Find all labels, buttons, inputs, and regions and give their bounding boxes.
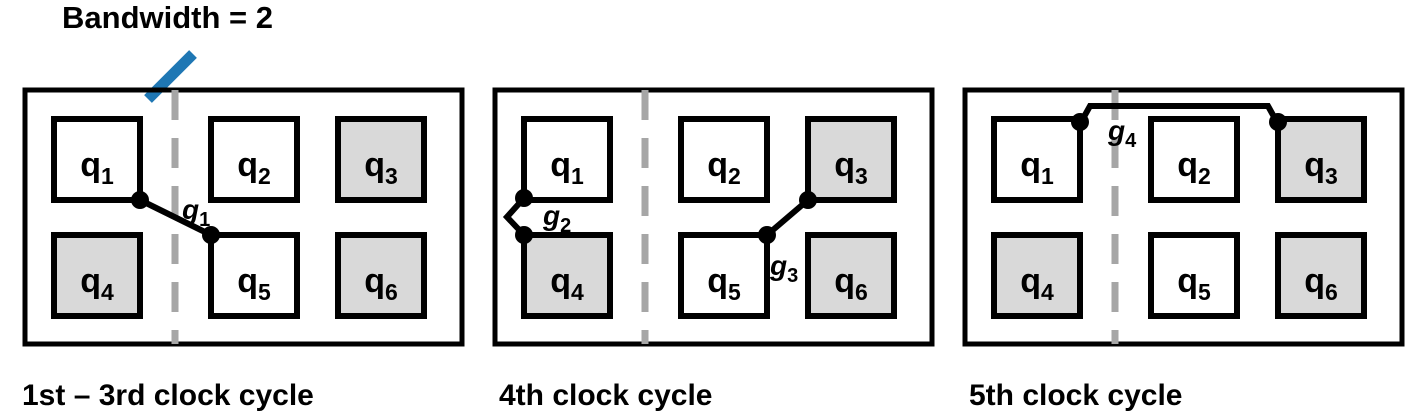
panel-2-qubit-q3[interactable]	[805, 116, 897, 203]
panel-3-caption: 5th clock cycle	[969, 379, 1182, 412]
panel-3-boundary	[962, 87, 1405, 347]
panel-3-gate-g4-node-a	[1071, 113, 1089, 131]
panel-1-qubit-q6-subscript: 6	[385, 279, 398, 305]
panel-2-gate-g2[interactable]	[502, 189, 533, 244]
panel-3-qubit-q4[interactable]	[991, 232, 1083, 319]
panel-3-qubit-q3-subscript: 3	[1325, 163, 1338, 189]
panel-1-gate-g1[interactable]	[131, 191, 220, 244]
panel-3-qubit-q1[interactable]	[991, 116, 1083, 203]
panel-1-qubit-q2-subscript: 2	[258, 163, 271, 189]
panel-2-gate-g3-node-b	[758, 226, 776, 244]
panel-3-qubit-q6[interactable]	[1275, 232, 1367, 319]
panel-2-qubit-q1[interactable]	[521, 116, 613, 203]
panel-3-qubit-q3-label: q3	[1304, 146, 1338, 189]
panel-1-qubit-q5-subscript: 5	[258, 279, 271, 305]
panel-3-qubit-q2[interactable]	[1148, 116, 1240, 203]
panel-2-qubit-q4-subscript: 4	[571, 279, 584, 305]
panel-3-qubit-q1-subscript: 1	[1041, 163, 1054, 189]
panel-1-qubit-q4-subscript: 4	[101, 279, 114, 305]
panel-2-qubit-q5[interactable]	[678, 232, 770, 319]
panel-2-caption: 4th clock cycle	[499, 379, 712, 412]
panel-1-gate-g1-node-b	[202, 226, 220, 244]
panel-2-gate-g2-subscript: 2	[560, 215, 571, 237]
panel-3-gate-g4-node-b	[1269, 113, 1287, 131]
panel-3-qubit-q6-subscript: 6	[1325, 279, 1338, 305]
panel-1: q1 q2 q3 q4 q5 q6 g1 1st – 3rd clock cyc…	[22, 50, 465, 412]
figure-title: Bandwidth = 2	[62, 0, 273, 35]
panel-1-qubit-q1[interactable]	[51, 116, 143, 203]
panel-2-gate-g3[interactable]	[758, 191, 817, 244]
panel-1-qubit-q5[interactable]	[208, 232, 300, 319]
panel-1-qubit-q6[interactable]	[335, 232, 427, 319]
panel-2-gate-g3-subscript: 3	[787, 265, 798, 287]
panel-2-qubit-q2[interactable]	[678, 116, 770, 203]
panel-3-qubit-q5-subscript: 5	[1198, 279, 1211, 305]
panel-1-qubit-q2[interactable]	[208, 116, 300, 203]
panel-3-qubit-q3[interactable]	[1275, 116, 1367, 203]
panel-3: q1 q2 q3 q4 q5 q6 g4 5th clock cycle	[962, 87, 1405, 412]
panel-2: q1 q2 q3 q4 q5 q6 g2 g3 4th clock cycle	[492, 87, 935, 412]
panel-1-gate-g1-subscript: 1	[199, 209, 210, 231]
panel-2-qubit-q1-subscript: 1	[571, 163, 584, 189]
panel-3-qubit-q5[interactable]	[1148, 232, 1240, 319]
panel-3-gate-g4[interactable]	[1071, 103, 1287, 131]
panel-1-qubit-q3-subscript: 3	[385, 163, 398, 189]
panel-2-qubit-q6[interactable]	[805, 232, 897, 319]
panel-1-qubit-q4[interactable]	[51, 232, 143, 319]
panel-1-caption: 1st – 3rd clock cycle	[22, 379, 314, 412]
panel-2-boundary	[492, 87, 935, 347]
panel-1-qubit-q3[interactable]	[335, 116, 427, 203]
panel-2-qubit-q5-label: q5	[707, 262, 741, 305]
panel-2-qubit-q4[interactable]	[521, 232, 613, 319]
panel-2-gate-g2-node-b	[515, 226, 533, 244]
panel-3-gate-g4-subscript: 4	[1125, 130, 1137, 152]
panel-2-qubit-q6-label: q6	[834, 262, 868, 305]
panel-2-qubit-q3-subscript: 3	[855, 163, 868, 189]
panel-2-qubit-q2-subscript: 2	[728, 163, 741, 189]
panel-1-qubit-q1-subscript: 1	[101, 163, 114, 189]
panel-3-qubit-q6-label: q6	[1304, 262, 1338, 305]
panel-2-gate-g3-node-a	[799, 191, 817, 209]
panel-1-gate-g1-node-a	[131, 191, 149, 209]
panel-2-gate-g2-node-a	[515, 189, 533, 207]
panel-1-boundary	[22, 87, 465, 347]
panel-3-qubit-q2-subscript: 2	[1198, 163, 1211, 189]
panel-2-qubit-q6-subscript: 6	[855, 279, 868, 305]
panel-3-qubit-q4-subscript: 4	[1041, 279, 1054, 305]
panel-1-gate-g1-link	[138, 197, 213, 238]
panel-2-qubit-q5-subscript: 5	[728, 279, 741, 305]
